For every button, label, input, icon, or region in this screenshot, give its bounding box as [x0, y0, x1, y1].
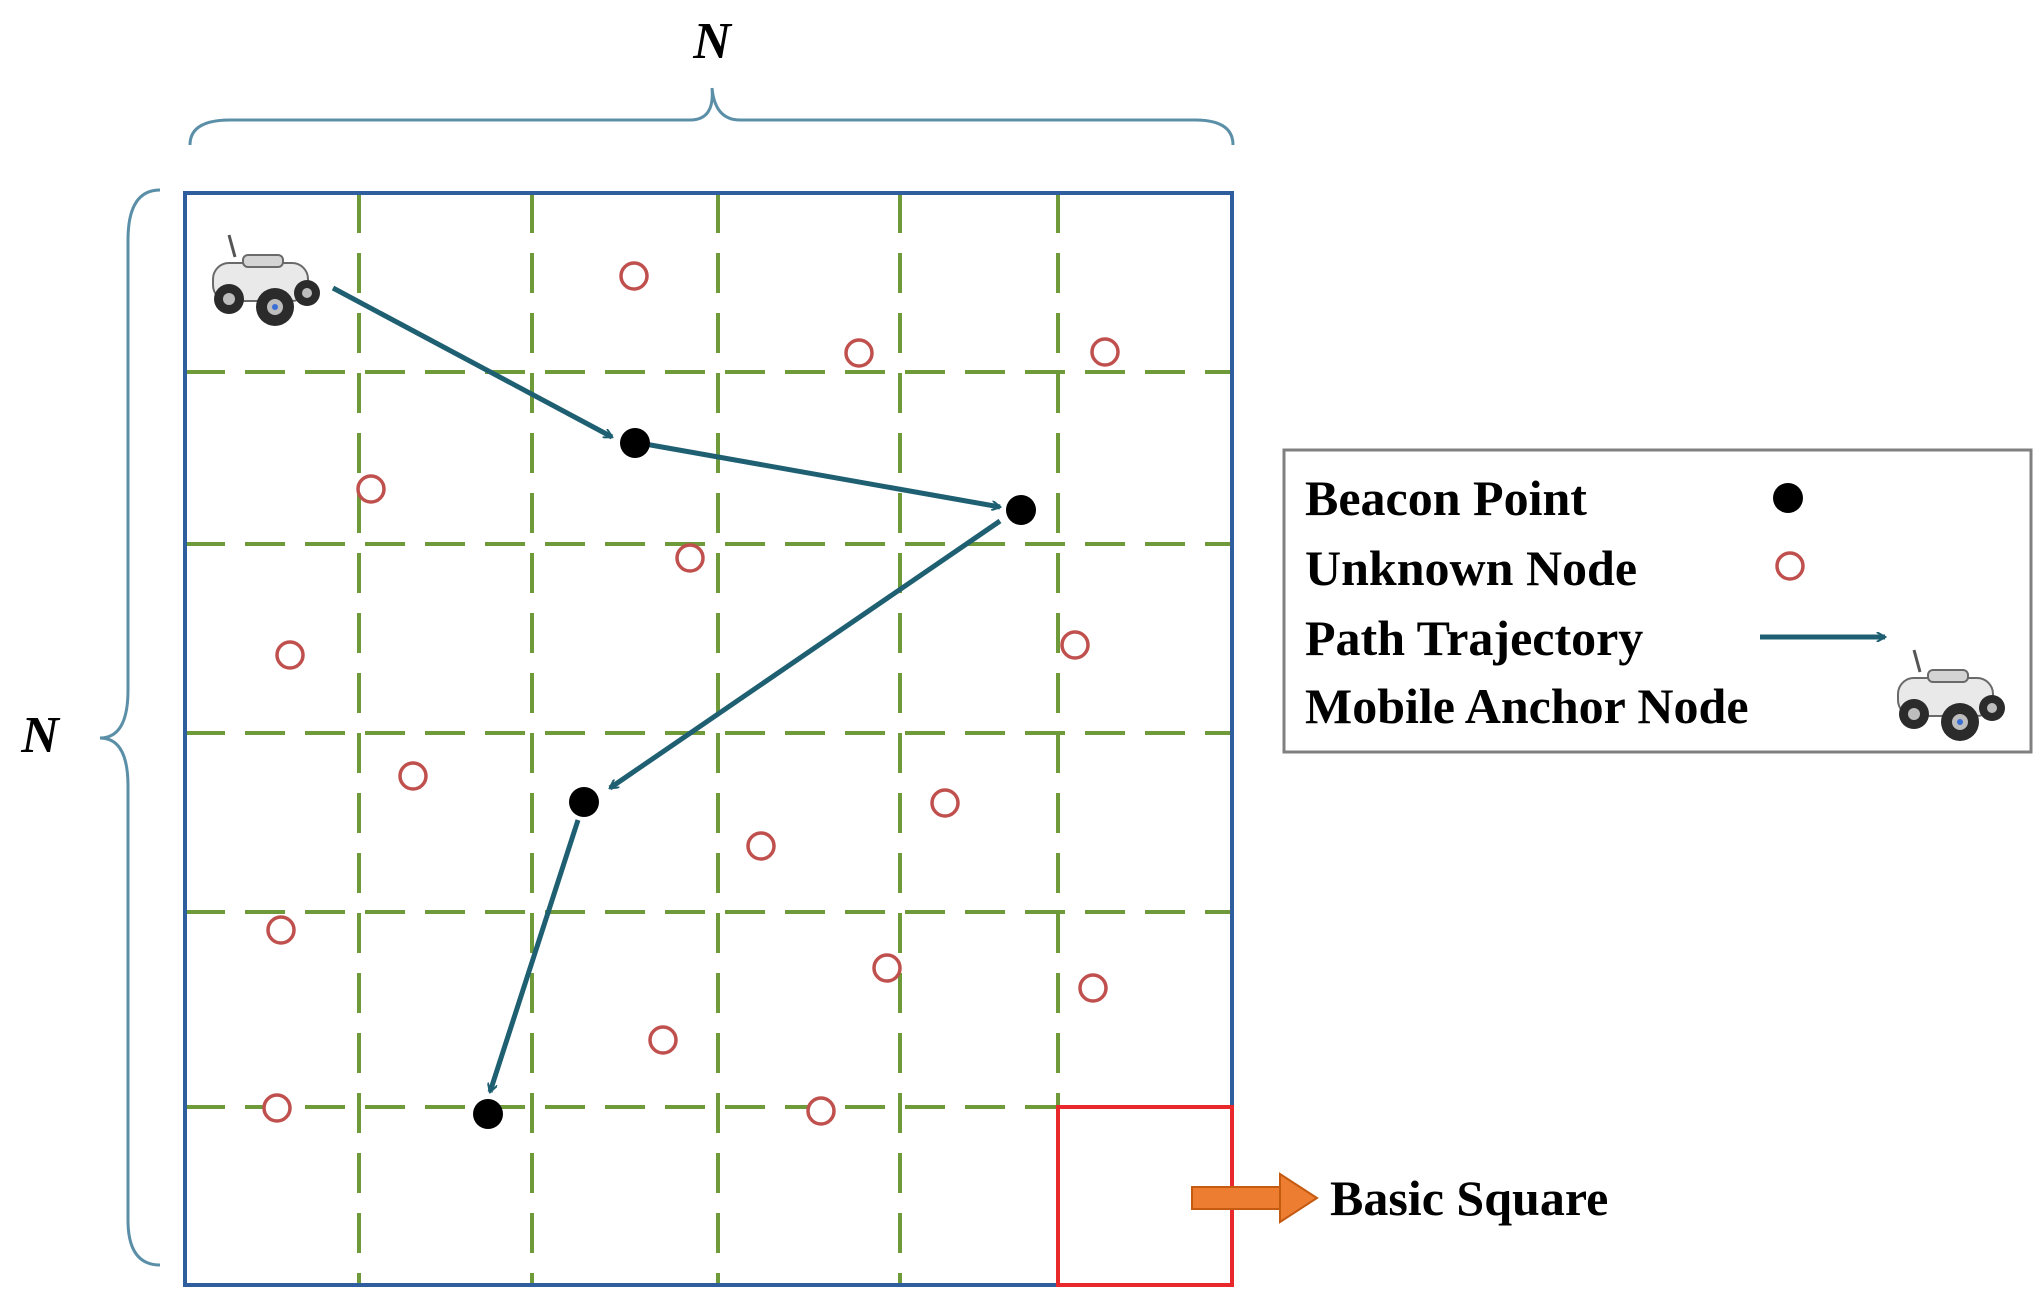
top-dimension-brace: [188, 87, 1235, 146]
trajectory-segment: [331, 285, 612, 440]
unknown-nodes: [262, 261, 1120, 1126]
unknown-node: [648, 1025, 678, 1055]
beacon-point: [473, 1099, 503, 1129]
legend-path-label: Path Trajectory: [1305, 610, 1643, 666]
unknown-node: [275, 640, 305, 670]
robot-car-icon: [211, 233, 322, 328]
left-dimension-label: N: [20, 707, 61, 764]
legend-beacon-label: Beacon Point: [1305, 470, 1587, 526]
beacon-point: [620, 428, 650, 458]
deployment-field: [183, 191, 1234, 1287]
unknown-node: [930, 788, 960, 818]
legend: Beacon Point Unknown Node Path Trajector…: [1282, 448, 2033, 754]
basic-square-arrow: [1191, 1172, 1319, 1224]
unknown-node: [1060, 630, 1090, 660]
unknown-node: [806, 1096, 836, 1126]
beacon-points: [473, 428, 1036, 1129]
unknown-node: [844, 338, 874, 368]
unknown-node: [266, 915, 296, 945]
trajectory-segment: [610, 518, 1002, 791]
legend-unknown-label: Unknown Node: [1305, 540, 1637, 596]
left-dimension-brace: [99, 188, 161, 1267]
unknown-node: [398, 761, 428, 791]
unknown-node: [872, 953, 902, 983]
unknown-node: [1090, 337, 1120, 367]
basic-square-label: Basic Square: [1330, 1170, 1608, 1226]
beacon-point: [1006, 495, 1036, 525]
legend-unknown-marker: [1775, 551, 1805, 581]
legend-anchor-label: Mobile Anchor Node: [1305, 678, 1749, 734]
top-dimension-label: N: [692, 13, 733, 70]
unknown-node: [675, 543, 705, 573]
path-trajectory: [331, 285, 1002, 1092]
unknown-node: [356, 474, 386, 504]
unknown-node: [262, 1093, 292, 1123]
unknown-node: [746, 831, 776, 861]
unknown-node: [1078, 973, 1108, 1003]
trajectory-segment: [644, 441, 1000, 507]
legend-beacon-marker: [1773, 483, 1803, 513]
unknown-node: [619, 261, 649, 291]
trajectory-segment: [490, 819, 581, 1092]
grid-lines: [185, 193, 1232, 1285]
beacon-point: [569, 787, 599, 817]
